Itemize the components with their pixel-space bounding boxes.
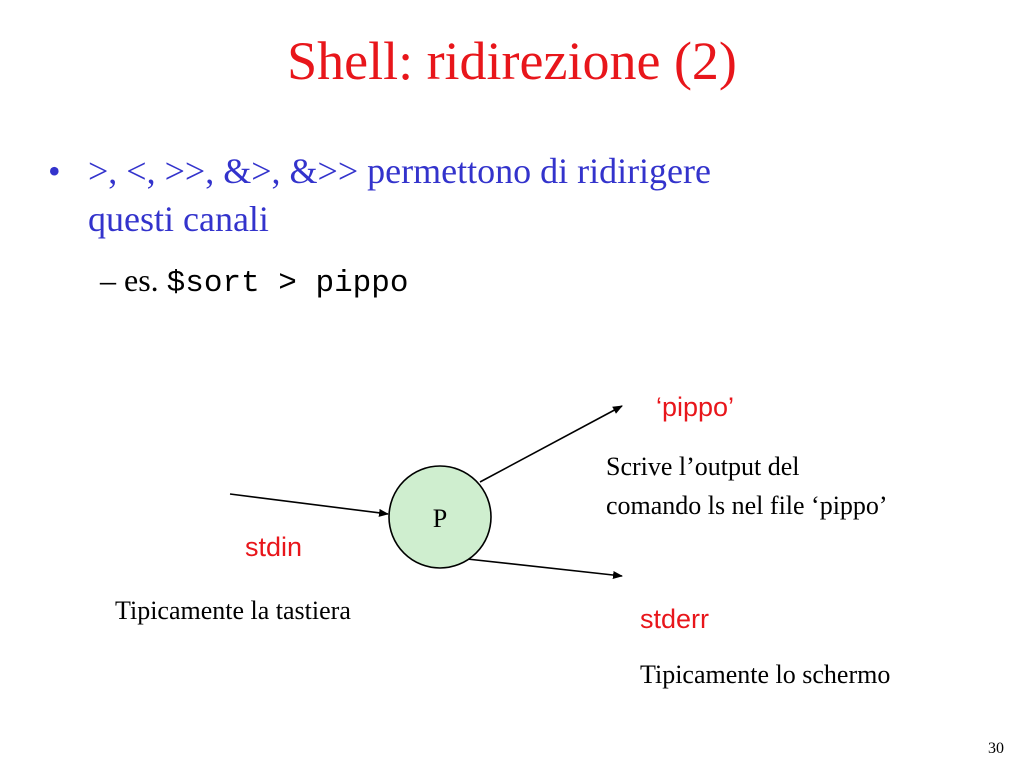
stderr-arrow <box>457 557 623 579</box>
sub-bullet-dash: – <box>100 262 116 298</box>
stdout-arrow <box>479 405 623 483</box>
stdin-label: stdin <box>245 532 303 562</box>
sub-bullet-prefix: es. <box>124 262 159 298</box>
sub-bullet-code: $sort > pippo <box>166 266 409 301</box>
output-description-line1: Scrive l’output del <box>606 452 800 481</box>
stderr-label: stderr <box>640 604 710 634</box>
page-number: 30 <box>988 740 1004 757</box>
bullet-text-line2: questi canali <box>88 199 269 239</box>
process-node <box>388 465 492 569</box>
bullet-marker: • <box>48 151 61 191</box>
process-label: P <box>433 504 447 533</box>
bullet-text-line1: >, <, >>, &>, &>> permettono di ridirige… <box>88 151 712 191</box>
stderr-description: Tipicamente lo schermo <box>640 660 891 689</box>
slide-title: Shell: ridirezione (2) <box>287 31 737 91</box>
sub-bullet: – es. $sort > pippo <box>100 262 409 301</box>
output-description-line2: comando ls nel file ‘pippo’ <box>606 491 888 520</box>
stdin-arrow <box>229 493 389 517</box>
stdin-description: Tipicamente la tastiera <box>115 596 351 625</box>
output-file-label: ‘pippo’ <box>656 392 735 422</box>
